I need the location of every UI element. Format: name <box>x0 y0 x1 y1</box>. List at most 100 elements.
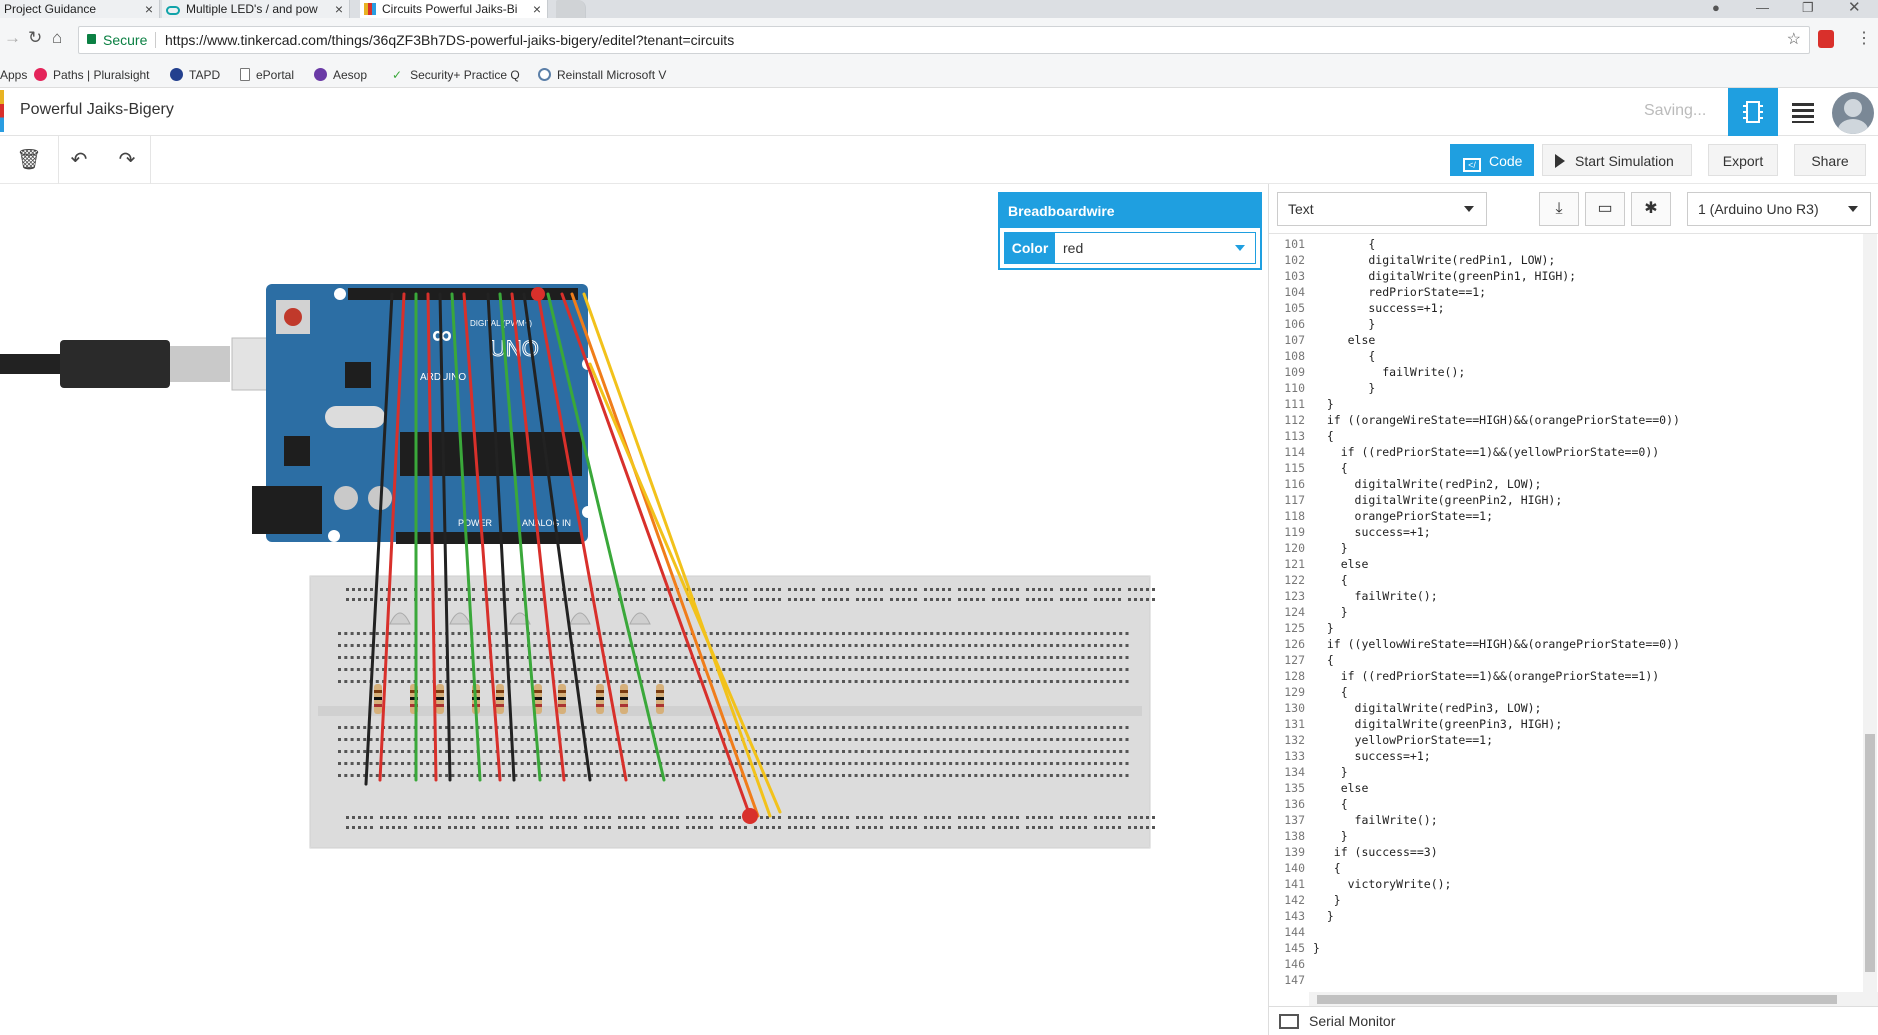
menu-kebab-icon[interactable]: ⋮ <box>1856 30 1872 47</box>
code-line[interactable]: 116 digitalWrite(redPin2, LOW); <box>1269 476 1541 492</box>
debugger-button[interactable]: ✱ <box>1631 192 1671 226</box>
breadboard-wire[interactable] <box>364 292 394 786</box>
close-tab-icon[interactable]: × <box>532 1 541 17</box>
browser-tab[interactable]: Project Guidance × <box>0 0 160 18</box>
usb-cable[interactable] <box>0 337 283 391</box>
code-line[interactable]: 131 digitalWrite(greenPin3, HIGH); <box>1269 716 1562 732</box>
breadboard-wire[interactable] <box>462 292 502 782</box>
breadboard-wire[interactable] <box>582 292 772 818</box>
code-line[interactable]: 124 } <box>1269 604 1347 620</box>
breadboard-wire[interactable] <box>486 292 516 782</box>
bookmark-reinstall-microsoft[interactable]: Reinstall Microsoft V <box>538 68 666 82</box>
bookmark-apps[interactable]: Apps <box>0 68 28 82</box>
resistor[interactable] <box>436 684 444 714</box>
code-line[interactable]: 142 } <box>1269 892 1340 908</box>
breadboard-wire[interactable] <box>570 292 760 818</box>
led[interactable] <box>569 612 591 625</box>
code-line[interactable]: 130 digitalWrite(redPin3, LOW); <box>1269 700 1541 716</box>
breadboard-wire[interactable] <box>438 292 452 782</box>
code-line[interactable]: 127 { <box>1269 652 1334 668</box>
code-line[interactable]: 125 } <box>1269 620 1334 636</box>
code-line[interactable]: 128 if ((redPriorState==1)&&(orangePrior… <box>1269 668 1659 684</box>
code-line[interactable]: 136 { <box>1269 796 1347 812</box>
code-line[interactable]: 140 { <box>1269 860 1340 876</box>
breadboard-wire[interactable] <box>498 292 542 782</box>
redo-button[interactable]: ↷ <box>110 144 144 176</box>
bookmark-aesop[interactable]: Aesop <box>314 68 367 82</box>
code-line[interactable]: 102 digitalWrite(redPin1, LOW); <box>1269 252 1555 268</box>
bookmark-star-icon[interactable]: ☆ <box>1786 31 1801 48</box>
breadboard[interactable] <box>309 575 1155 849</box>
code-button[interactable]: </Code <box>1450 144 1534 176</box>
home-icon[interactable]: ⌂ <box>52 28 63 47</box>
code-vertical-scrollbar[interactable] <box>1863 234 1877 992</box>
scroll-thumb[interactable] <box>1865 734 1875 972</box>
code-line[interactable]: 129 { <box>1269 684 1347 700</box>
code-line[interactable]: 123 failWrite(); <box>1269 588 1437 604</box>
code-line[interactable]: 144 <box>1269 924 1313 940</box>
code-mode-select[interactable]: Text <box>1277 192 1487 226</box>
code-line[interactable]: 112 if ((orangeWireState==HIGH)&&(orange… <box>1269 412 1680 428</box>
breadboard-wire[interactable] <box>522 292 592 782</box>
resistor[interactable] <box>596 684 604 714</box>
selected-wire-endpoint[interactable] <box>531 287 545 301</box>
code-line[interactable]: 114 if ((redPriorState==1)&&(yellowPrior… <box>1269 444 1659 460</box>
code-line[interactable]: 113 { <box>1269 428 1334 444</box>
download-code-button[interactable]: ⤓ <box>1539 192 1579 226</box>
scroll-thumb[interactable] <box>1317 995 1837 1004</box>
breadboard-wire[interactable] <box>378 292 406 782</box>
share-button[interactable]: Share <box>1794 144 1866 176</box>
restore-icon[interactable]: ❐ <box>1802 0 1814 15</box>
code-line[interactable]: 133 success=+1; <box>1269 748 1430 764</box>
code-line[interactable]: 109 failWrite(); <box>1269 364 1465 380</box>
breadboard-wire[interactable] <box>426 292 438 782</box>
code-line[interactable]: 106 } <box>1269 316 1375 332</box>
forward-icon[interactable]: → <box>4 28 21 47</box>
code-line[interactable]: 104 redPriorState==1; <box>1269 284 1486 300</box>
code-line[interactable]: 122 { <box>1269 572 1347 588</box>
breadboard-wire[interactable] <box>546 292 666 782</box>
code-line[interactable]: 139 if (success==3) <box>1269 844 1437 860</box>
undo-button[interactable]: ↶ <box>62 144 96 176</box>
serial-monitor-toggle[interactable]: Serial Monitor <box>1269 1006 1878 1035</box>
circuit-drawing[interactable]: ∞ UNO ARDUINO DIGITAL (PWM~) POWER ANALO… <box>0 184 1268 1035</box>
selected-wire-endpoint[interactable] <box>742 808 758 824</box>
arduino-uno-board[interactable]: ∞ UNO ARDUINO DIGITAL (PWM~) POWER ANALO… <box>252 284 594 544</box>
code-line[interactable]: 105 success=+1; <box>1269 300 1444 316</box>
code-line[interactable]: 126 if ((yellowWireState==HIGH)&&(orange… <box>1269 636 1680 652</box>
bookmark-security-practice[interactable]: ✓Security+ Practice Q <box>392 68 520 82</box>
code-line[interactable]: 120 } <box>1269 540 1347 556</box>
code-line[interactable]: 137 failWrite(); <box>1269 812 1437 828</box>
url-omnibox[interactable]: Secure https://www.tinkercad.com/things/… <box>78 26 1810 54</box>
code-line[interactable]: 121 else <box>1269 556 1368 572</box>
breadboard-wire[interactable] <box>560 292 752 818</box>
code-line[interactable]: 141 victoryWrite(); <box>1269 876 1451 892</box>
library-button[interactable]: ▭ <box>1585 192 1625 226</box>
code-line[interactable]: 103 digitalWrite(greenPin1, HIGH); <box>1269 268 1576 284</box>
code-line[interactable]: 134 } <box>1269 764 1347 780</box>
circuit-canvas[interactable]: ∞ UNO ARDUINO DIGITAL (PWM~) POWER ANALO… <box>0 184 1268 1035</box>
account-icon[interactable]: ● <box>1712 0 1720 15</box>
code-line[interactable]: 146 <box>1269 956 1313 972</box>
code-line[interactable]: 147 <box>1269 972 1313 988</box>
resistor[interactable] <box>534 684 542 714</box>
close-window-icon[interactable]: ✕ <box>1848 0 1861 16</box>
circuit-view-button[interactable] <box>1728 88 1778 136</box>
new-tab-button[interactable] <box>556 0 586 18</box>
code-line[interactable]: 110 } <box>1269 380 1375 396</box>
code-line[interactable]: 135 else <box>1269 780 1368 796</box>
breadboard-wire[interactable] <box>450 292 482 782</box>
led[interactable] <box>629 612 651 625</box>
user-avatar[interactable] <box>1832 92 1874 134</box>
resistor[interactable] <box>374 684 382 714</box>
code-line[interactable]: 119 success=+1; <box>1269 524 1430 540</box>
component-list-button[interactable] <box>1778 88 1828 136</box>
code-line[interactable]: 145} <box>1269 940 1320 956</box>
code-line[interactable]: 132 yellowPriorState==1; <box>1269 732 1493 748</box>
resistor[interactable] <box>496 684 504 714</box>
code-line[interactable]: 138 } <box>1269 828 1347 844</box>
code-line[interactable]: 117 digitalWrite(greenPin2, HIGH); <box>1269 492 1562 508</box>
close-tab-icon[interactable]: × <box>144 1 153 17</box>
code-line[interactable]: 143 } <box>1269 908 1334 924</box>
resistor[interactable] <box>656 684 664 714</box>
